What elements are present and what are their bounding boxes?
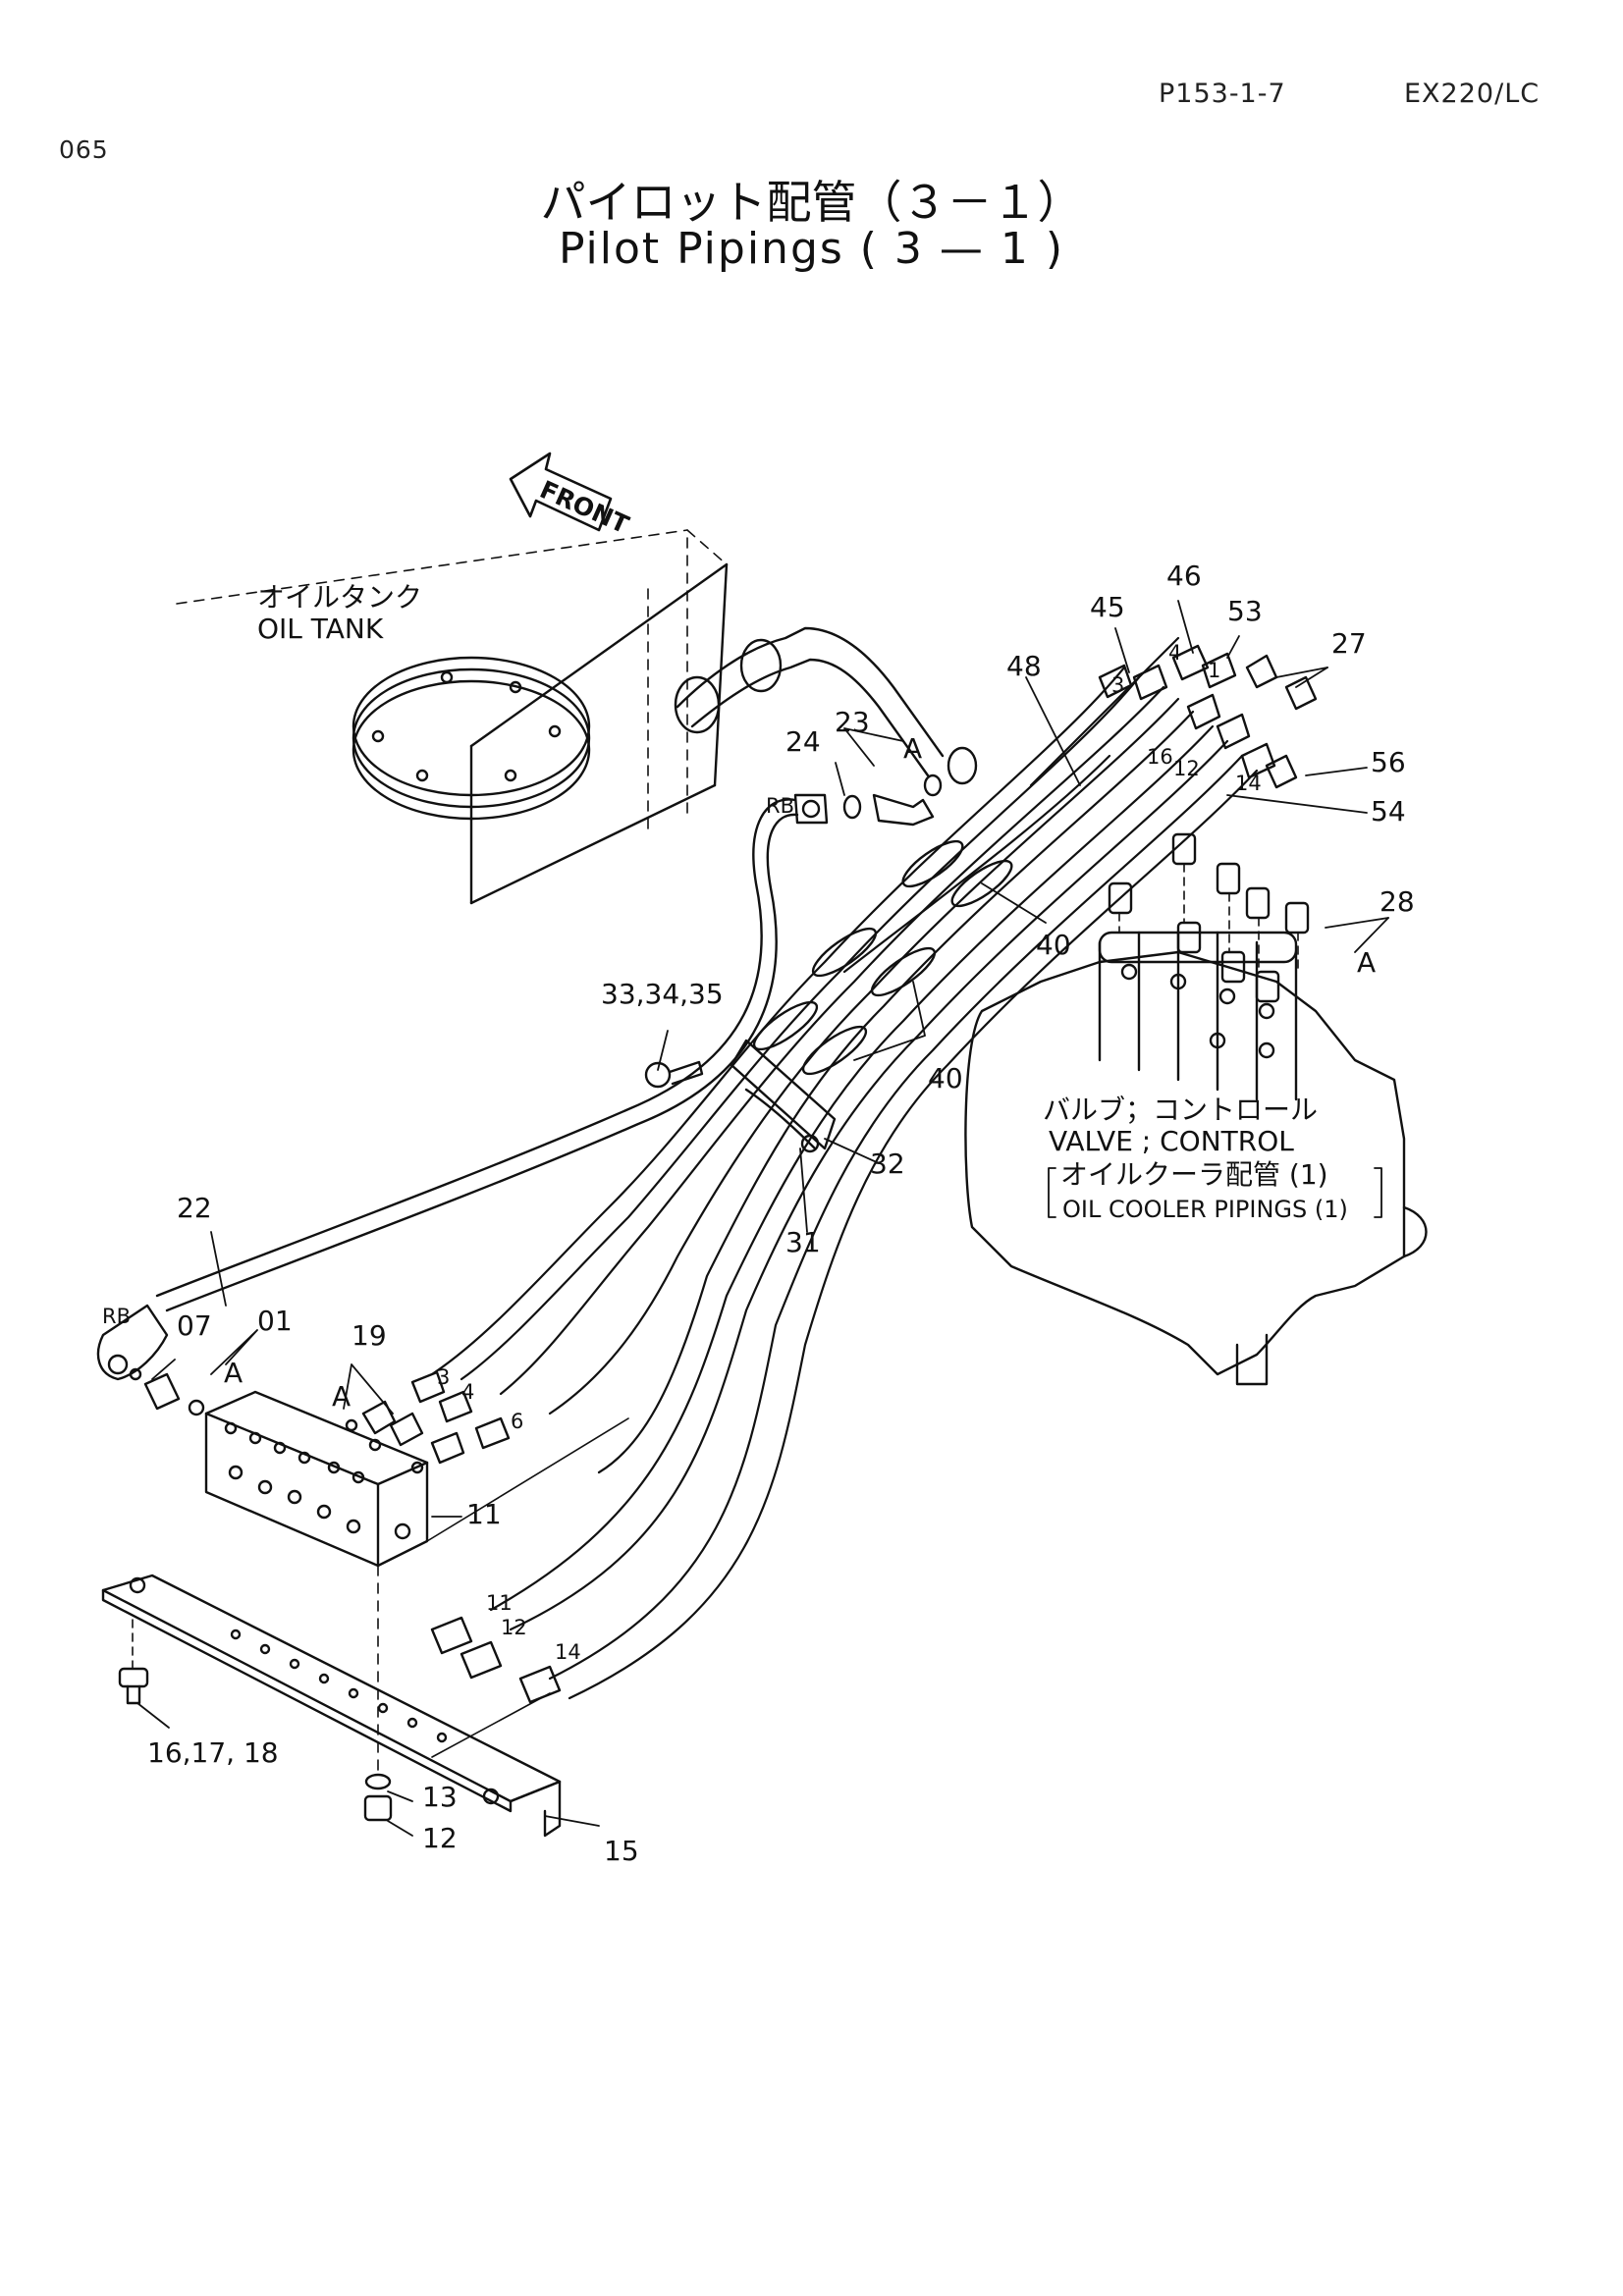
hose-bracket: [730, 1039, 837, 1153]
sheet-number: 065: [59, 135, 109, 164]
leader-lines: [136, 600, 1389, 1837]
callout-40-lower: 40: [928, 1062, 963, 1095]
oil-cooler-note-en: OIL COOLER PIPINGS (1): [1062, 1196, 1348, 1223]
ref-a-valve: A: [1357, 946, 1376, 979]
callout-01: 01: [257, 1305, 293, 1337]
port-mark-12-upper: 12: [1173, 757, 1200, 780]
control-valve-label-jp: バルブ；コントロール: [1043, 1094, 1318, 1126]
mounting-plate: [101, 1417, 629, 1838]
callout-56: 56: [1371, 746, 1406, 778]
callout-22: 22: [177, 1192, 212, 1224]
callout-48: 48: [1006, 650, 1042, 682]
port-mark-3-upper: 3: [1111, 673, 1124, 697]
callout-19: 19: [352, 1319, 387, 1352]
control-valve-body: バルブ；コントロール VALVE ; CONTROL オイルクーラ配管 (1) …: [964, 931, 1428, 1386]
front-label: FRONT: [536, 475, 633, 539]
bolts-lower: [118, 1619, 393, 1822]
callout-32: 32: [870, 1148, 905, 1180]
port-mark-1-upper: 1: [1208, 659, 1220, 682]
callout-12: 12: [422, 1822, 458, 1854]
title-english: Pilot Pipings ( 3 — 1 ): [558, 224, 1065, 274]
page-code: P153-1-7: [1159, 79, 1286, 109]
port-mark-3-left: 3: [437, 1365, 450, 1389]
port-mark-4-left: 4: [461, 1380, 474, 1404]
callout-45: 45: [1090, 591, 1125, 623]
callout-33-34-35: 33,34,35: [601, 978, 724, 1010]
manifold-fittings: [129, 1367, 562, 1704]
rb-tank: RB: [766, 794, 794, 818]
oil-tank-label-en: OIL TANK: [257, 613, 384, 645]
callout-54: 54: [1371, 795, 1406, 828]
callout-16-17-18: 16,17, 18: [147, 1736, 279, 1769]
callout-40-upper: 40: [1036, 929, 1071, 961]
suction-pipe: [674, 626, 978, 785]
manifold-block: [204, 1390, 429, 1568]
callout-23: 23: [835, 706, 870, 738]
callout-11: 11: [466, 1498, 502, 1530]
callout-24: 24: [785, 725, 821, 758]
oil-tank: オイルタンク OIL TANK: [176, 529, 729, 905]
port-mark-4-upper: 4: [1168, 641, 1181, 665]
fitting-23-24: [793, 774, 943, 827]
oil-tank-label-jp: オイルタンク: [257, 581, 422, 614]
control-valve-label-en: VALVE ; CONTROL: [1049, 1125, 1294, 1157]
bolt-33: [644, 1060, 704, 1089]
callout-labels: 46 45 53 27 48 56 54 28 A 40 40 32 31 33…: [102, 560, 1415, 1867]
callout-53: 53: [1227, 595, 1263, 627]
ref-a-manifold-right: A: [224, 1357, 243, 1389]
callout-31: 31: [785, 1226, 821, 1258]
rb-manifold: RB: [102, 1305, 131, 1328]
port-mark-14-lower: 14: [555, 1640, 581, 1664]
callout-13: 13: [422, 1781, 458, 1813]
front-arrow-icon: FRONT: [509, 452, 633, 539]
port-mark-16-upper: 16: [1147, 745, 1173, 769]
valve-pilot-fittings: [1098, 644, 1318, 1003]
port-mark-14-upper: 14: [1235, 772, 1262, 795]
callout-27: 27: [1331, 627, 1367, 660]
callout-28: 28: [1380, 885, 1415, 918]
callout-07: 07: [177, 1309, 212, 1342]
callout-15: 15: [604, 1835, 639, 1867]
ref-a-tank: A: [903, 732, 922, 765]
callout-46: 46: [1166, 560, 1202, 592]
port-mark-6-left: 6: [511, 1410, 523, 1433]
ref-a-manifold-left: A: [332, 1380, 351, 1413]
hose-clips: [752, 839, 1013, 1076]
hose-22: [96, 798, 799, 1381]
port-mark-12-lower: 12: [501, 1616, 527, 1639]
port-mark-11: 11: [486, 1591, 513, 1615]
oil-cooler-note-jp: オイルクーラ配管 (1): [1060, 1158, 1328, 1191]
title-japanese: パイロット配管（３－１）: [540, 176, 1083, 229]
model-code: EX220/LC: [1404, 79, 1541, 109]
